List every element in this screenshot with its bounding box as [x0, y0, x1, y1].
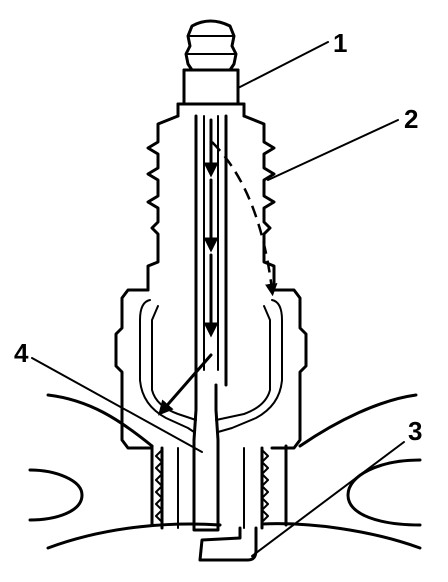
heat-flow-arrows: [158, 118, 278, 416]
cylinder-head: [28, 393, 422, 550]
leader-lines: [31, 41, 405, 557]
metal-shell: [114, 288, 308, 450]
terminal-nut: [176, 19, 246, 118]
callout-3: 3: [408, 416, 422, 446]
callout-2: 2: [404, 104, 418, 134]
ground-electrode: [198, 526, 258, 562]
callout-1: 1: [333, 28, 347, 58]
threads: [155, 446, 269, 530]
callout-4: 4: [14, 338, 29, 368]
